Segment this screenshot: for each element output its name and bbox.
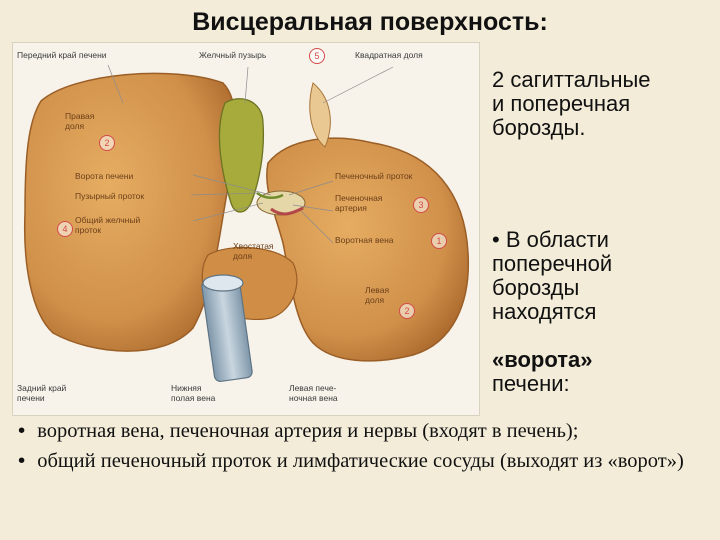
label-porta-hepatis: Ворота печени bbox=[75, 171, 134, 181]
bullet-text: воротная вена, печеночная артерия и нерв… bbox=[37, 420, 579, 442]
side-text-porta-lead: • В области поперечной борозды находятся bbox=[492, 227, 613, 324]
label-gallbladder: Желчный пузырь bbox=[199, 50, 267, 60]
label-common-bile-duct: Общий желчный проток bbox=[75, 215, 141, 235]
bullet-marker: • bbox=[18, 419, 26, 442]
side-text-porta-bold: «ворота» bbox=[492, 347, 593, 372]
badge-gallbladder: 5 bbox=[309, 48, 325, 64]
label-hepatic-duct: Печеночный проток bbox=[335, 171, 413, 181]
liver-figure: Передний край печени Желчный пузырь 5 Кв… bbox=[12, 42, 480, 416]
label-portal-vein: Воротная вена bbox=[335, 235, 394, 245]
badge-right-lobe: 2 bbox=[99, 135, 115, 151]
slide-title: Висцеральная поверхность: bbox=[192, 8, 548, 36]
portal-vein-shape bbox=[270, 206, 304, 216]
label-front-edge: Передний край печени bbox=[17, 50, 107, 60]
bile-duct-shape bbox=[256, 191, 284, 199]
badge-common-bile-duct: 4 bbox=[57, 221, 73, 237]
ivc-opening bbox=[202, 274, 244, 292]
bullet-marker: • bbox=[18, 449, 26, 472]
label-back-edge: Задний край печени bbox=[17, 383, 67, 403]
label-ivc: Нижняя полая вена bbox=[171, 383, 216, 403]
side-text-grooves: 2 сагиттальные и поперечная борозды. bbox=[492, 67, 651, 140]
label-right-lobe: Правая доля bbox=[65, 111, 95, 131]
label-quadrate-lobe: Квадратная доля bbox=[355, 50, 423, 60]
gallbladder-shape bbox=[218, 98, 265, 213]
label-caudate-lobe: Хвостатая доля bbox=[233, 241, 274, 261]
bullet-list: • воротная вена, печеночная артерия и нер… bbox=[18, 419, 718, 479]
label-hepatic-artery: Печеночная артерия bbox=[335, 193, 383, 213]
badge-hepatic-artery: 3 bbox=[413, 197, 429, 213]
bullet-item: • общий печеночный проток и лимфатические… bbox=[18, 449, 718, 473]
badge-left-lobe: 2 bbox=[399, 303, 415, 319]
liver-illustration bbox=[23, 64, 470, 382]
left-lobe-shape bbox=[266, 137, 470, 362]
falciform-ligament bbox=[309, 82, 331, 148]
bullet-text: общий печеночный проток и лимфатические … bbox=[37, 450, 684, 472]
side-text-porta: • В области поперечной борозды находятся… bbox=[492, 204, 612, 420]
badge-portal-vein: 1 bbox=[431, 233, 447, 249]
bullet-item: • воротная вена, печеночная артерия и нер… bbox=[18, 419, 718, 443]
right-lobe-shape bbox=[23, 72, 237, 352]
label-cystic-duct: Пузырный проток bbox=[75, 191, 145, 201]
side-text-porta-tail: печени: bbox=[492, 371, 570, 396]
label-left-lobe: Левая доля bbox=[365, 285, 390, 305]
leader-lines bbox=[107, 64, 394, 244]
label-left-hepatic-vein: Левая пече- ночная вена bbox=[289, 383, 338, 403]
